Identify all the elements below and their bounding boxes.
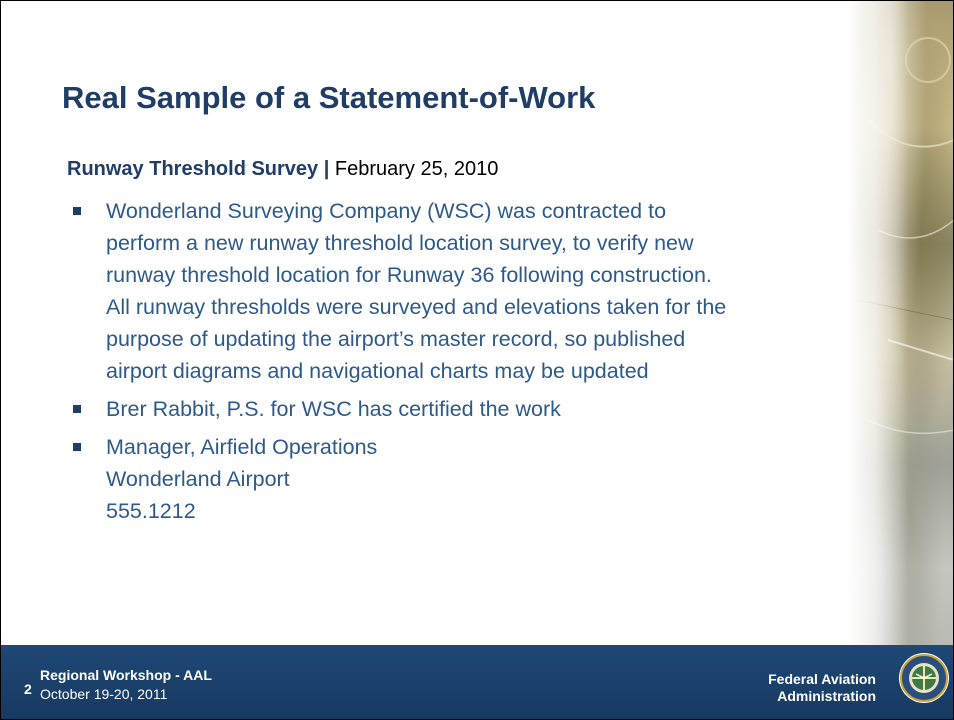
bullet-item-contract: Wonderland Surveying Company (WSC) was c…	[70, 195, 870, 387]
bullet-list: Wonderland Surveying Company (WSC) was c…	[70, 195, 870, 533]
slide-subtitle: Runway Threshold Survey | February 25, 2…	[67, 158, 498, 181]
square-bullet-icon	[73, 207, 81, 215]
photo-fade	[848, 0, 908, 645]
bullet-line: perform a new runway threshold location …	[106, 231, 694, 255]
subtitle-separator: |	[323, 158, 330, 180]
footer-event-info: Regional Workshop - AAL October 19-20, 2…	[40, 666, 212, 704]
event-name: Regional Workshop - AAL	[40, 667, 212, 683]
bullet-line: Wonderland Airport	[106, 467, 290, 491]
page-number: 2	[24, 681, 32, 697]
slide-title: Real Sample of a Statement-of-Work	[62, 80, 596, 115]
bullet-line: All runway thresholds were surveyed and …	[106, 295, 727, 319]
event-date: October 19-20, 2011	[40, 686, 168, 702]
bullet-line: purpose of updating the airport’s master…	[106, 327, 686, 351]
survey-date: February 25, 2010	[334, 158, 499, 180]
square-bullet-icon	[73, 405, 81, 413]
bullet-line: Wonderland Surveying Company (WSC) was c…	[106, 199, 667, 223]
bullet-line: Brer Rabbit, P.S. for WSC has certified …	[106, 397, 561, 421]
bullet-line: Manager, Airfield Operations	[106, 435, 378, 459]
square-bullet-icon	[73, 443, 81, 451]
bullet-line: runway threshold location for Runway 36 …	[106, 263, 712, 287]
agency-name: Federal Aviation Administration	[768, 671, 876, 705]
survey-name: Runway Threshold Survey	[67, 158, 319, 180]
bullet-line: 555.1212	[106, 499, 196, 523]
bullet-item-contact: Manager, Airfield Operations Wonderland …	[70, 431, 870, 527]
agency-line-1: Federal Aviation	[768, 671, 876, 687]
faa-seal-icon	[899, 653, 949, 703]
bullet-line: airport diagrams and navigational charts…	[106, 359, 649, 383]
agency-line-2: Administration	[777, 688, 876, 704]
bullet-item-certification: Brer Rabbit, P.S. for WSC has certified …	[70, 393, 870, 425]
slide-footer: 2 Regional Workshop - AAL October 19-20,…	[0, 645, 954, 720]
